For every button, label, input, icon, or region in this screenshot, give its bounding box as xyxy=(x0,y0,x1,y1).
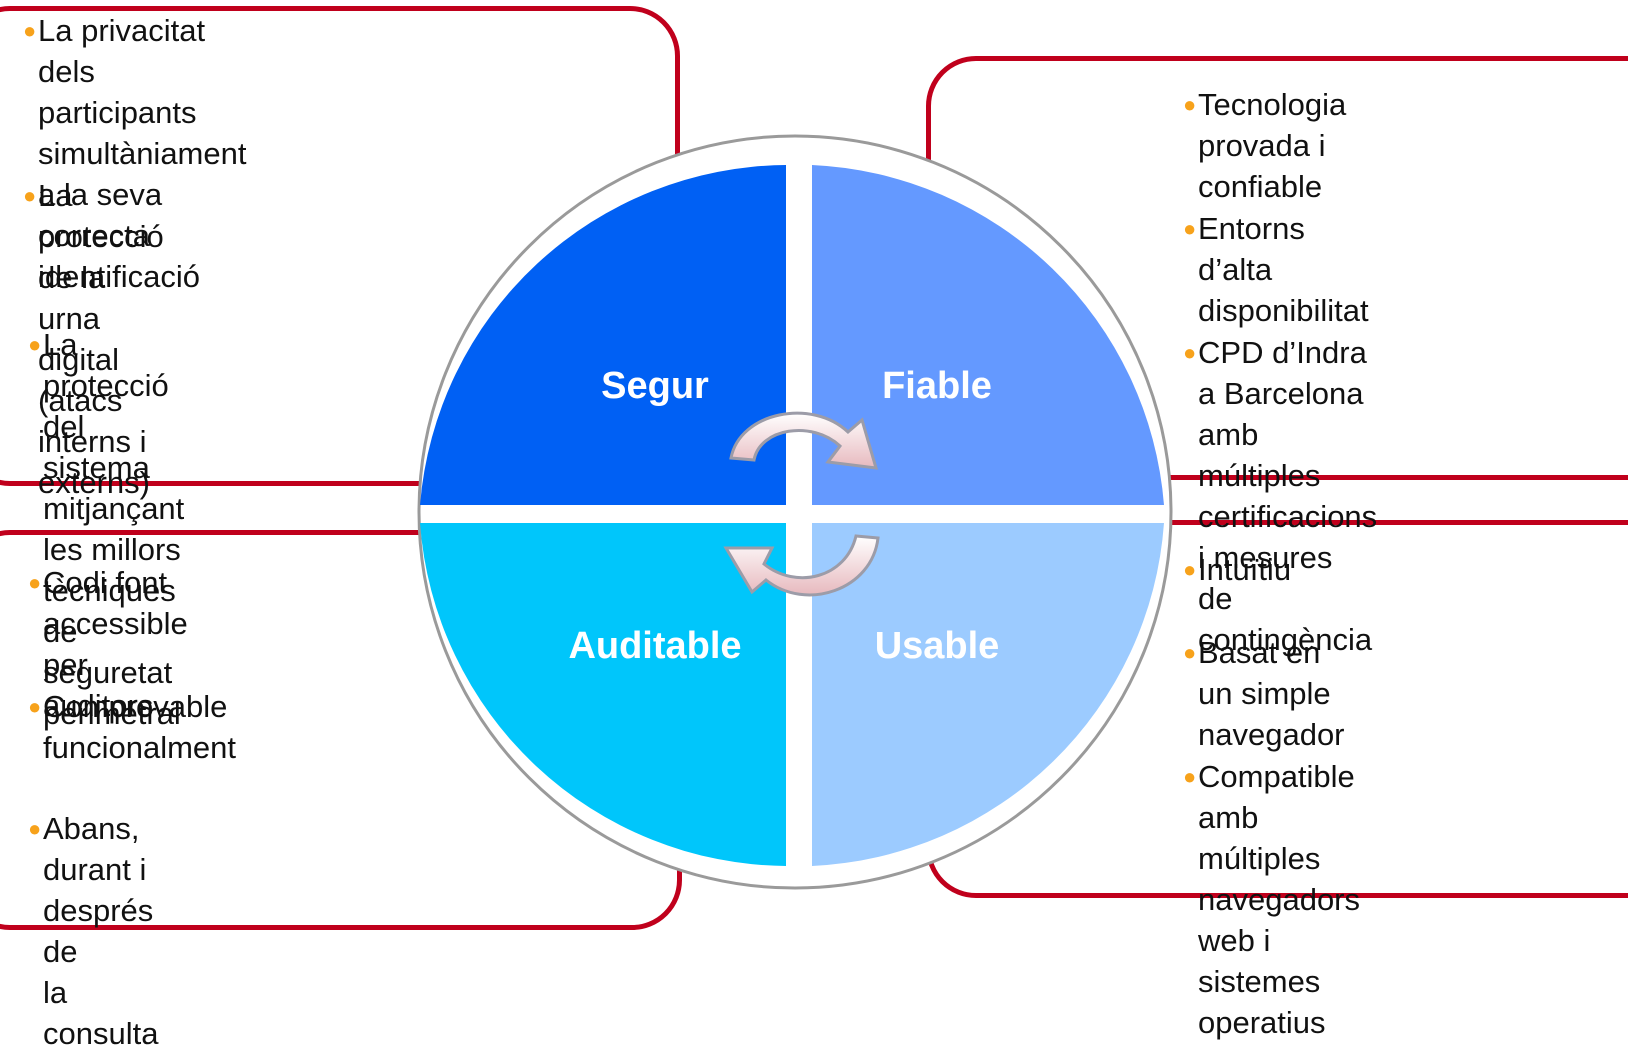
list-item: ● Intuïtiu xyxy=(1183,549,1291,590)
list-item: ● Basat en un simple navegador xyxy=(1183,632,1345,755)
bullet-dot-icon: ● xyxy=(28,332,42,357)
circle-rim xyxy=(417,134,1173,890)
list-item: ● La protecció de la urna digital (atacs… xyxy=(23,175,164,503)
fiable-label: Fiable xyxy=(882,365,992,407)
list-item: ● Compatible amb múltiples navegadors we… xyxy=(1183,756,1360,1043)
bullet-dot-icon: ● xyxy=(28,570,42,595)
segur-quadrant xyxy=(420,165,786,505)
quality-attributes-diagram: Segur Fiable Auditable Usable ● La priva… xyxy=(0,6,1628,1051)
bullet-dot-icon: ● xyxy=(1183,92,1197,117)
list-item: ● Abans, durant i després de la consulta xyxy=(28,808,158,1054)
list-item: ● Codi font accessible per auditors xyxy=(28,562,188,726)
fiable-quadrant xyxy=(812,165,1164,505)
list-item: ● La protecció del sistema mitjançant le… xyxy=(28,324,184,734)
bullet-dot-icon: ● xyxy=(23,18,37,43)
list-item: ● CPD d’Indra a Barcelona amb múltiples … xyxy=(1183,332,1377,660)
list-item: ● Tecnologia provada i confiable xyxy=(1183,84,1346,207)
list-item: ● Entorns d’alta disponibilitat xyxy=(1183,208,1369,331)
bullet-dot-icon: ● xyxy=(1183,640,1197,665)
usable-quadrant xyxy=(812,523,1164,866)
list-item: ● Comprovable funcionalment xyxy=(28,686,236,768)
bullet-dot-icon: ● xyxy=(23,183,37,208)
segur-label: Segur xyxy=(601,365,709,407)
usable-label: Usable xyxy=(875,625,1000,667)
cycle-arrow-bottom-icon xyxy=(723,534,880,597)
bullet-dot-icon: ● xyxy=(1183,216,1197,241)
cycle-arrow-top-icon xyxy=(729,411,879,470)
bullet-dot-icon: ● xyxy=(28,694,42,719)
auditable-label: Auditable xyxy=(568,625,741,667)
bullet-dot-icon: ● xyxy=(1183,764,1197,789)
bullet-dot-icon: ● xyxy=(1183,340,1197,365)
quadrant-circle: Segur Fiable Auditable Usable xyxy=(417,134,1173,890)
list-item: ● La privacitat dels participants simult… xyxy=(23,10,246,297)
auditable-quadrant xyxy=(420,523,786,866)
bullet-dot-icon: ● xyxy=(28,816,42,841)
bullet-dot-icon: ● xyxy=(1183,557,1197,582)
